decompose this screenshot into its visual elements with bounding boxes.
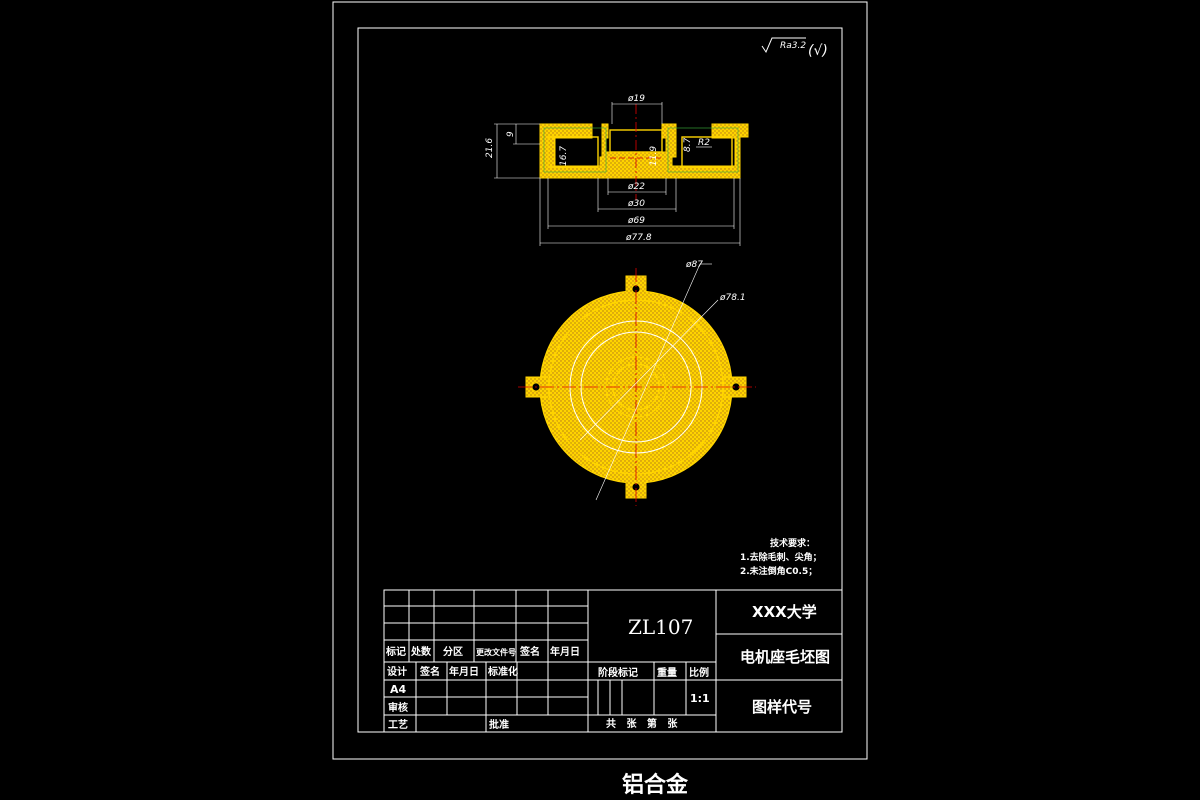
sheet-outer-border bbox=[332, 1, 868, 760]
sheet-count: 共 张 第 张 bbox=[606, 717, 678, 730]
section-body bbox=[539, 123, 749, 179]
label-gengai: 更改文件号 bbox=[476, 647, 516, 657]
bottom-diameter-dims: ø22 ø30 ø69 ø77.8 bbox=[539, 178, 741, 246]
title-block: 标记 处数 分区 更改文件号 签名 年月日 设计 签名 年月日 标准化 A4 审… bbox=[383, 589, 843, 733]
tech-requirements: 技术要求： 1.去除毛刺、尖角； 2.未注倒角C0.5； bbox=[740, 537, 822, 577]
roughness-other: (√) bbox=[808, 43, 828, 59]
material-caption: 铝合金 bbox=[622, 772, 689, 798]
label-qianming2: 签名 bbox=[419, 665, 440, 678]
drawing-name: 电机座毛坯图 bbox=[740, 648, 830, 666]
dim-d69: ø69 bbox=[627, 216, 645, 226]
label-biaoji: 标记 bbox=[385, 645, 406, 658]
label-stage-mark: 阶段标记 bbox=[598, 666, 638, 679]
tech-item-2: 2.未注倒角C0.5； bbox=[740, 565, 817, 577]
label-nianyueri: 年月日 bbox=[550, 645, 580, 658]
top-view: ø87 ø78.1 bbox=[518, 260, 756, 506]
tech-item-1: 1.去除毛刺、尖角； bbox=[740, 551, 822, 563]
material-code: ZL107 bbox=[628, 615, 693, 639]
label-pizhun: 批准 bbox=[489, 718, 509, 731]
label-shenhe: 审核 bbox=[388, 701, 408, 714]
label-fenqu: 分区 bbox=[443, 645, 463, 658]
label-chushu: 处数 bbox=[410, 645, 432, 658]
dim-d19: ø19 bbox=[627, 94, 645, 104]
label-weight: 重量 bbox=[657, 666, 677, 679]
label-sheji: 设计 bbox=[387, 665, 407, 678]
scale-value: 1:1 bbox=[690, 692, 710, 705]
dim-d22: ø22 bbox=[627, 182, 645, 192]
label-size: A4 bbox=[390, 683, 407, 696]
school-name: XXX大学 bbox=[752, 603, 817, 621]
dim-d30: ø30 bbox=[627, 199, 645, 209]
dim-h16: 16.7 bbox=[559, 146, 569, 166]
label-scale: 比例 bbox=[689, 666, 709, 679]
label-qianming: 签名 bbox=[519, 645, 540, 658]
dim-d78: ø78.1 bbox=[719, 293, 746, 303]
height-dims: 21.6 9 16.7 11.9 8.7 R2 bbox=[485, 123, 712, 179]
label-biaozhunhua: 标准化 bbox=[487, 665, 518, 678]
tech-title: 技术要求： bbox=[770, 537, 815, 549]
dim-r2: R2 bbox=[698, 138, 710, 148]
drawing-code: 图样代号 bbox=[752, 698, 812, 716]
dim-d77: ø77.8 bbox=[625, 233, 652, 243]
dim-h11: 11.9 bbox=[649, 146, 659, 166]
dim-h9: 9 bbox=[506, 131, 516, 137]
label-nianyueri2: 年月日 bbox=[449, 665, 479, 678]
dim-h21: 21.6 bbox=[485, 138, 495, 158]
left-cavity bbox=[547, 136, 599, 168]
dim-h8: 8.7 bbox=[683, 137, 693, 152]
roughness-value: Ra3.2 bbox=[780, 41, 806, 51]
roughness-symbol: Ra3.2 (√) bbox=[761, 37, 828, 59]
right-cavity bbox=[681, 136, 733, 168]
section-view: ø19 ø22 ø30 ø69 ø77.8 21.6 bbox=[485, 94, 749, 246]
dim-d87: ø87 bbox=[685, 260, 703, 270]
label-gongyi: 工艺 bbox=[388, 718, 408, 731]
